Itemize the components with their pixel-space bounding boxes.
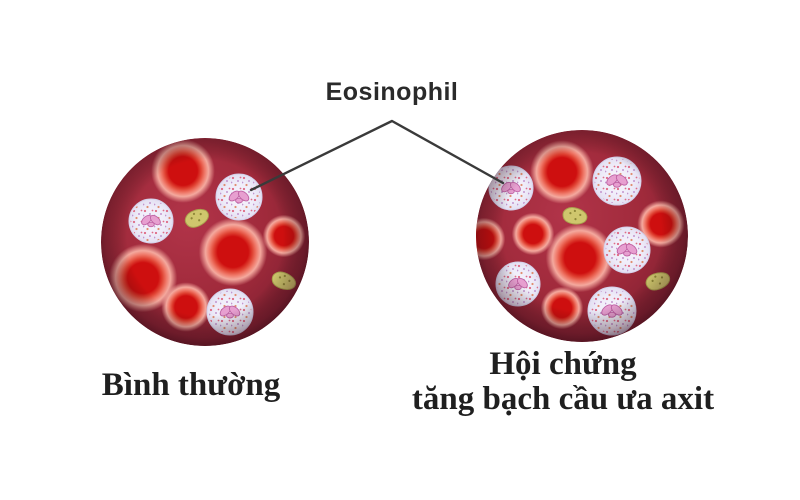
caption-normal-line: Bình thường bbox=[101, 367, 281, 403]
caption-eosinophilia-line-2: tăng bạch cầu ưa axit bbox=[411, 381, 715, 417]
caption-normal: Bình thường bbox=[11, 366, 371, 404]
eosinophil-pointer-line bbox=[249, 119, 505, 192]
smear-circle-normal bbox=[101, 138, 309, 346]
caption-eosinophilia: Hội chứng tăng bạch cầu ưa axit bbox=[382, 347, 744, 417]
diagram-title: Eosinophil bbox=[325, 78, 459, 106]
smear-circle-eosinophilia bbox=[476, 130, 688, 342]
caption-eosinophilia-line-1: Hội chứng bbox=[489, 346, 637, 382]
